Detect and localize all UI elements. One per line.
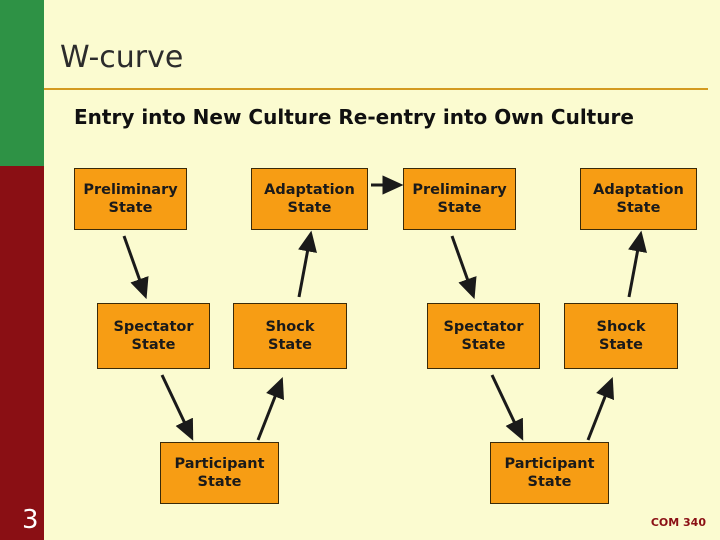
footer-course-code: COM 340	[650, 516, 706, 529]
page-number: 3	[22, 505, 39, 535]
diagram-headline: Entry into New Culture Re-entry into Own…	[74, 105, 634, 129]
title-divider	[44, 88, 708, 90]
left-accent-bar-dark	[0, 166, 44, 540]
left-accent-bar-green	[0, 0, 44, 166]
page-title: W-curve	[60, 40, 184, 75]
